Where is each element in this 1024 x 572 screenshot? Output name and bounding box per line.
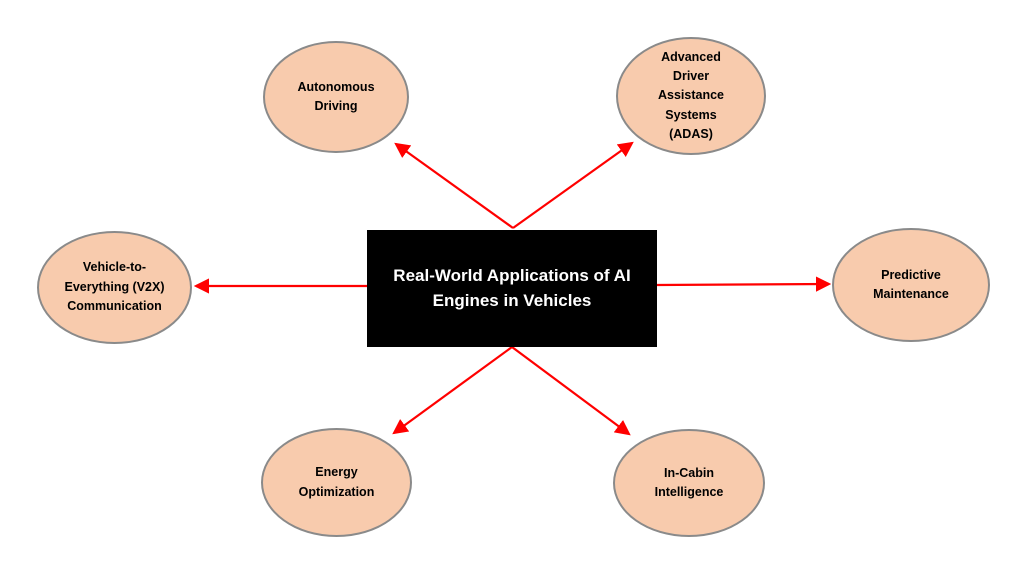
node-in-cabin-intelligence: In-Cabin Intelligence: [613, 429, 765, 537]
arrow-center-to-energy-optimization: [392, 346, 513, 435]
node-autonomous-driving: Autonomous Driving: [263, 41, 409, 153]
node-label: Advanced Driver Assistance Systems (ADAS…: [657, 49, 724, 142]
node-v2x-communication: Vehicle-to- Everything (V2X) Communicati…: [37, 231, 192, 344]
arrow-center-to-autonomous-driving: [394, 142, 514, 229]
arrow-center-to-predictive-maintenance: [656, 276, 832, 292]
node-adas: Advanced Driver Assistance Systems (ADAS…: [616, 37, 766, 155]
node-energy-optimization: Energy Optimization: [261, 428, 412, 537]
center-node: Real-World Applications of AI Engines in…: [367, 230, 657, 347]
center-node-label: Real-World Applications of AI Engines in…: [393, 265, 631, 310]
node-label: Energy Optimization: [298, 465, 375, 499]
node-label: Autonomous Driving: [297, 79, 375, 113]
node-label: Vehicle-to- Everything (V2X) Communicati…: [64, 260, 165, 314]
arrow-center-to-adas: [512, 141, 634, 229]
node-predictive-maintenance: Predictive Maintenance: [832, 228, 990, 342]
node-label: In-Cabin Intelligence: [654, 465, 724, 499]
node-label: Predictive Maintenance: [873, 267, 949, 301]
arrow-center-to-in-cabin-intelligence: [511, 346, 631, 436]
